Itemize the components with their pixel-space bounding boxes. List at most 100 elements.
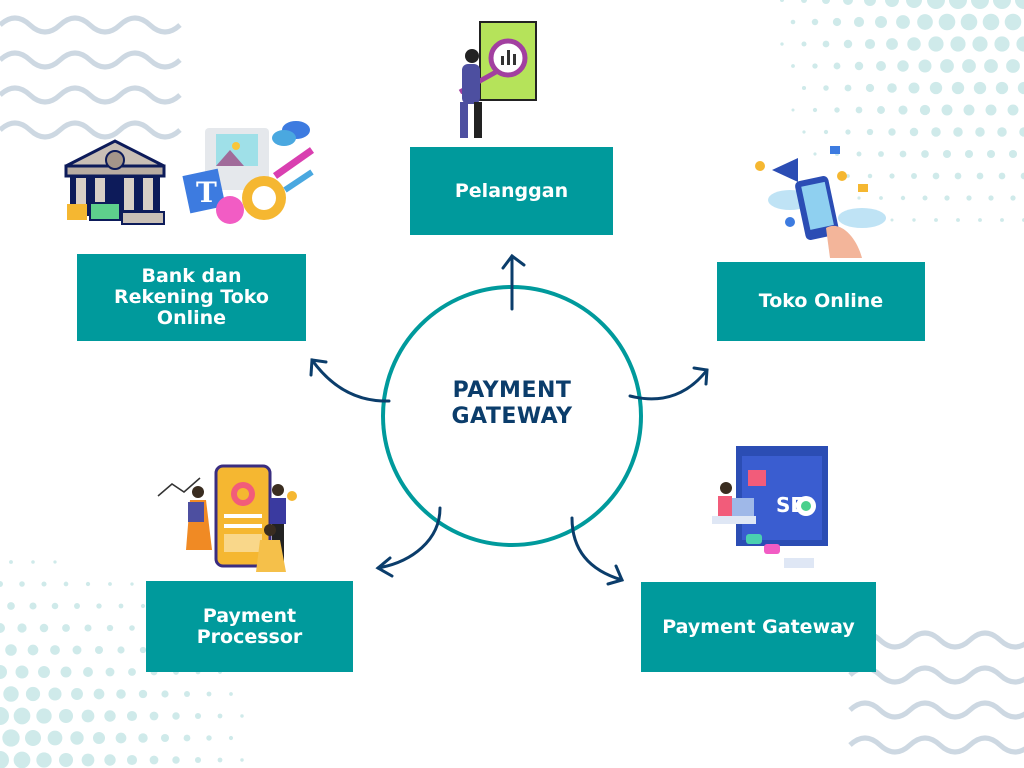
pattern-dot: [934, 218, 938, 222]
pattern-dot: [887, 83, 897, 93]
pattern-wave: [848, 735, 1024, 755]
arrow-to-pelanggan: [501, 253, 526, 311]
pattern-dot: [31, 560, 35, 564]
pattern-dot: [802, 130, 806, 134]
pattern-dot: [812, 107, 818, 113]
node-payment-gateway: Payment Gateway: [641, 582, 876, 672]
pattern-dot: [953, 127, 963, 137]
pattern-dot: [993, 0, 1011, 9]
pattern-dot: [906, 0, 922, 8]
pattern-dot: [63, 581, 69, 587]
pattern-dot: [183, 690, 191, 698]
wave-pattern-top-left: [0, 15, 182, 140]
pattern-dot: [62, 624, 70, 632]
pattern-dot: [1007, 104, 1019, 116]
pattern-dot: [875, 16, 887, 28]
arrow-to-gateway: [570, 516, 625, 586]
bank-icon: [64, 139, 166, 225]
pattern-dot: [985, 104, 997, 116]
pattern-dot: [139, 646, 147, 654]
pattern-dot: [41, 581, 47, 587]
pattern-dot: [832, 17, 842, 27]
pattern-dot: [951, 81, 965, 95]
pattern-dot: [183, 734, 191, 742]
node-pelanggan: Pelanggan: [410, 147, 613, 235]
pattern-dot: [13, 751, 31, 768]
pattern-dot: [25, 686, 41, 702]
pattern-dot: [58, 708, 74, 724]
pattern-dot: [843, 39, 853, 49]
pattern-dot: [0, 665, 7, 679]
pattern-dot: [217, 713, 223, 719]
pattern-dot: [972, 36, 988, 52]
pattern-dot: [791, 108, 795, 112]
pattern-wave: [0, 15, 182, 35]
phone-social-icon: [755, 146, 886, 258]
pattern-dot: [864, 38, 876, 50]
pattern-dot: [801, 85, 807, 91]
pattern-dot: [140, 603, 146, 609]
pattern-dot: [96, 603, 102, 609]
pattern-dot: [855, 106, 863, 114]
wave-pattern-bottom-right: [848, 630, 1024, 755]
arrow-to-bank: [309, 358, 391, 403]
pattern-dot: [228, 735, 234, 741]
pattern-dot: [240, 714, 244, 718]
pattern-dot: [853, 16, 865, 28]
pattern-dot: [38, 666, 50, 678]
pattern-dot: [867, 173, 873, 179]
pattern-dot: [964, 149, 974, 159]
pattern-dot: [917, 14, 933, 30]
pattern-dot: [58, 752, 74, 768]
pattern-dot: [998, 172, 1006, 180]
pattern-dot: [966, 195, 972, 201]
pattern-dot: [149, 711, 159, 721]
pattern-dot: [843, 0, 853, 5]
pattern-dot: [36, 708, 52, 724]
pattern-dot: [941, 104, 953, 116]
pattern-dot: [897, 60, 909, 72]
pattern-dot: [24, 729, 42, 747]
pattern-wave: [848, 700, 1024, 720]
pattern-dot: [900, 195, 906, 201]
pattern-dot: [940, 59, 954, 73]
pattern-dot: [864, 0, 876, 6]
pattern-dot: [51, 602, 59, 610]
pattern-dot: [3, 686, 19, 702]
pattern-dot: [1008, 149, 1018, 159]
pattern-dot: [7, 602, 15, 610]
pattern-dot: [927, 0, 945, 9]
pattern-dot: [973, 81, 987, 95]
pattern-dot: [988, 195, 994, 201]
pattern-dot: [39, 623, 49, 633]
pattern-dot: [975, 127, 985, 137]
pattern-dot: [899, 150, 907, 158]
pattern-dot: [85, 581, 91, 587]
pattern-dot: [1016, 36, 1024, 52]
pattern-dot: [9, 560, 13, 564]
pattern-dot: [104, 754, 116, 766]
pattern-dot: [791, 64, 795, 68]
pattern-dot: [834, 107, 840, 113]
pattern-dot: [138, 733, 148, 743]
pattern-dot: [130, 582, 134, 586]
node-bank: Bank dan Rekening Toko Online: [77, 254, 306, 341]
pattern-dot: [944, 195, 950, 201]
pattern-dot: [128, 668, 136, 676]
pattern-dot: [206, 691, 212, 697]
pattern-dot: [0, 581, 3, 587]
pattern-dot: [995, 81, 1009, 95]
pattern-dot: [971, 0, 989, 9]
pattern-dot: [954, 172, 962, 180]
pattern-dot: [888, 128, 896, 136]
pattern-dot: [922, 195, 928, 201]
pattern-dot: [856, 151, 862, 157]
pattern-dot: [854, 61, 864, 71]
pattern-dot: [813, 152, 817, 156]
pattern-dot: [70, 731, 84, 745]
pattern-dot: [93, 688, 105, 700]
pattern-dot: [978, 218, 982, 222]
pattern-wave: [0, 50, 182, 70]
pattern-dot: [890, 218, 894, 222]
pattern-dot: [71, 688, 83, 700]
